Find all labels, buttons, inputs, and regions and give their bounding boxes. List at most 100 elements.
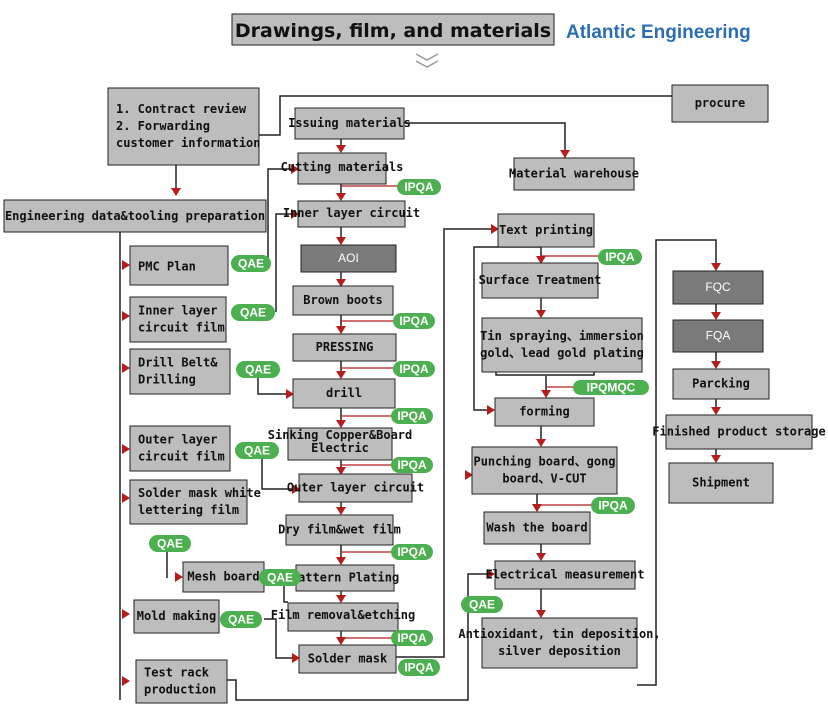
node-box [672,368,770,400]
node-mesh-board: Mesh board [182,561,265,593]
tag-pill [461,596,503,613]
arrow-down-icon [336,326,346,334]
node-pressing: PRESSING [292,333,397,362]
arrow-right-icon [291,209,299,219]
node-box [182,561,265,593]
node-box [471,446,618,495]
arrowheads [122,145,721,686]
node-label: Inner layer [138,304,217,318]
node-label: Cutting materials [281,160,404,174]
node-drill: drill [292,378,396,409]
node-box [135,659,228,704]
qae-tag: QAE [149,535,191,552]
tag-pill [391,544,433,560]
node-box [129,245,229,286]
node-label: Parcking [692,377,750,391]
node-label: circuit film [138,321,225,335]
node-label: Inner layer circuit [283,206,420,220]
node-label: customer information [116,136,261,150]
arrow-right-icon [122,676,130,686]
ipqmqc-tag: IPQMQC [573,380,649,395]
node-box [129,348,231,395]
tag-pill [231,304,275,321]
arrow-down-icon [536,310,546,318]
node-electrical-measurement: Electrical measurement [486,560,645,590]
node-label: silver deposition [498,644,621,658]
node-label: board、V-CUT [502,472,586,486]
node-finished-storage: Finished product storage [652,414,826,450]
arrow-down-icon [336,371,346,379]
header: Drawings, film, and materials Atlantic E… [231,13,751,68]
arrow-right-icon [491,224,499,234]
node-surface-treatment: Surface Treatment [479,262,601,299]
node-label: Test rack [144,666,210,680]
ipqa-tag: IPQA [391,630,433,646]
tag-pill [391,630,433,646]
qae-tag: QAE [235,442,279,459]
node-box [129,479,248,525]
tag-label: IPQA [399,314,429,328]
node-box [107,87,260,166]
node-label: Outer layer [138,433,217,447]
node-box [292,285,394,316]
node-box [665,414,813,450]
tag-pill [236,361,280,378]
ipqa-tag: IPQA [598,249,642,265]
node-box [285,514,394,546]
arrow-down-icon [336,420,346,428]
node-label: Material warehouse [509,167,639,181]
node-box [494,397,595,427]
tag-label: IPQA [605,250,635,264]
node-label: Drilling [138,373,196,387]
tag-pill [397,179,441,195]
node-box [292,333,397,362]
node-pattern-plating: Pattern Plating [291,564,399,592]
node-issuing-materials: Issuing materials [288,107,411,140]
node-inner-layer-film: Inner layer circuit film [129,296,227,343]
node-box [287,602,399,632]
inspection-tags: QAEQAEQAEQAEQAEQAEQAEQAEIPQAIPQAIPQAIPQA… [149,179,649,676]
tag-pill [398,659,440,676]
node-box [668,462,774,504]
node-inner-layer-circuit: Inner layer circuit [283,200,420,228]
arrow-down-icon [536,439,546,447]
tag-pill [259,569,301,586]
chevron-down-icon [415,60,439,68]
node-label: Solder mask [308,652,388,666]
node-label: Solder mask white [138,486,261,500]
arrow-down-icon [336,507,346,515]
node-label: FQA [706,329,731,343]
tag-label: IPQA [399,362,429,376]
node-dry-film: Dry film&wet film [278,514,401,546]
node-text-printing: Text printing [497,213,595,248]
node-box [672,270,764,305]
node-label: Electrical measurement [486,568,645,582]
node-pmc-plan: PMC Plan [129,245,229,286]
tag-label: IPQA [598,499,628,513]
ipqa-tag: IPQA [591,497,635,514]
qae-tag: QAE [236,361,280,378]
tag-pill [591,497,635,514]
node-label: Drill Belt& [138,356,218,370]
tag-pill [598,249,642,265]
tag-label: QAE [244,444,270,458]
arrow-right-icon [122,311,130,321]
node-label: PRESSING [316,340,374,354]
tag-label: IPQA [397,631,427,645]
arrow-down-icon [560,150,570,158]
node-box [3,199,267,233]
arrow-down-icon [336,637,346,645]
node-label: gold、lead gold plating [480,346,644,360]
node-box [292,378,396,409]
node-solder-mask: Solder mask [298,644,397,674]
node-box [671,84,769,123]
arrow-down-icon [336,557,346,565]
node-brown-boots: Brown boots [292,285,394,316]
arrow-down-icon [532,504,542,512]
